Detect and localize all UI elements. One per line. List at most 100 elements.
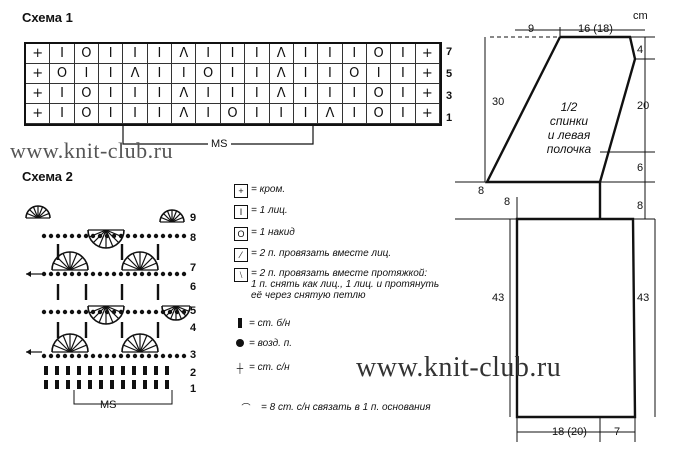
chain-stitch xyxy=(153,353,159,359)
shell-stitch xyxy=(105,229,114,247)
scheme1-cell: I xyxy=(391,104,416,124)
shell-stitch xyxy=(123,344,141,353)
shell-stitch xyxy=(69,253,78,271)
scheme2-row-number: 5 xyxy=(190,305,197,317)
chain-stitch xyxy=(125,353,131,359)
shell-stitch xyxy=(163,213,173,223)
chain-stitch xyxy=(167,309,173,315)
single-crochet xyxy=(77,366,81,375)
dim-band: 8 xyxy=(637,200,644,212)
chain-stitch xyxy=(160,309,166,315)
scheme1-cell: I xyxy=(318,44,343,64)
shell-stitch xyxy=(162,305,177,312)
shell-stitch xyxy=(32,206,39,219)
dim-body-right: 43 xyxy=(637,292,650,304)
scheme1-title: Схема 1 xyxy=(22,10,73,25)
chain-stitch xyxy=(83,233,89,239)
chain-stitch xyxy=(125,233,131,239)
chain-stitch xyxy=(69,353,75,359)
scheme1-cell: I xyxy=(196,84,221,104)
chain-stitch xyxy=(97,353,103,359)
single-crochet xyxy=(55,366,59,375)
shell-stitch xyxy=(123,262,141,271)
shell-stitch xyxy=(62,335,71,353)
chain-stitch xyxy=(181,309,187,315)
scheme1-cell: O xyxy=(74,84,100,104)
scheme1-cell: I xyxy=(342,44,367,64)
scheme1-cell: O xyxy=(366,104,392,124)
shell-stitch xyxy=(139,335,148,353)
shell-stitch xyxy=(105,305,114,323)
dim-bottom-width: 18 (20) xyxy=(552,426,587,438)
chain-stitch xyxy=(125,309,131,315)
scheme1-cell: + xyxy=(415,64,440,84)
chain-stitch xyxy=(90,309,96,315)
scheme2-row-number: 6 xyxy=(190,281,197,293)
legend-item: += кром. xyxy=(234,184,454,198)
shell-stitch xyxy=(171,216,184,223)
scheme1-cell: + xyxy=(26,44,51,64)
chain-stitch xyxy=(174,233,180,239)
scheme1-cell: Λ xyxy=(172,104,197,124)
single-crochet xyxy=(121,366,125,375)
chain-stitch xyxy=(118,271,124,277)
scheme1-cell: O xyxy=(50,64,75,84)
chain-stitch xyxy=(76,353,82,359)
scheme1-cell: O xyxy=(74,104,100,124)
chain-stitch xyxy=(111,271,117,277)
scheme1-cell: I xyxy=(391,44,416,64)
single-crochet xyxy=(77,380,81,389)
chain-stitch xyxy=(146,271,152,277)
shell-stitch xyxy=(126,256,141,271)
chain-stitch xyxy=(55,233,61,239)
chain-stitch xyxy=(146,309,152,315)
shell-stitch xyxy=(37,206,44,219)
single-crochet xyxy=(132,366,136,375)
scheme1-cell: I xyxy=(366,64,392,84)
shell-stitch xyxy=(139,253,148,271)
chain-stitch xyxy=(139,309,145,315)
scheme1-cell: I xyxy=(99,104,124,124)
chain-icon xyxy=(234,338,246,350)
scheme2-row-number: 8 xyxy=(190,232,197,244)
legend-item: = возд. п. xyxy=(234,338,454,350)
shell-stitch xyxy=(132,335,141,353)
chain-stitch xyxy=(62,353,68,359)
single-crochet xyxy=(110,366,114,375)
scheme1-cell: I xyxy=(99,64,124,84)
chain-stitch xyxy=(167,233,173,239)
dim-armhole-left: 30 xyxy=(492,96,505,108)
scheme1-cell: Λ xyxy=(269,84,294,104)
single-crochet xyxy=(143,366,147,375)
pattern-piece-label: 1/2 спинки и левая полочка xyxy=(546,100,592,156)
legend-text: = ст. с/н xyxy=(249,362,290,373)
chain-stitch xyxy=(181,233,187,239)
shell-stitch xyxy=(69,262,87,271)
chain-stitch xyxy=(153,271,159,277)
legend-text: = 8 ст. с/н связать в 1 п. основания xyxy=(261,402,431,413)
single-crochet xyxy=(154,380,158,389)
k2tog-icon: ⁄ xyxy=(234,248,248,262)
shell-arc xyxy=(159,209,185,223)
chain-stitch xyxy=(139,353,145,359)
shell-stitch xyxy=(53,262,71,271)
scheme2-title: Схема 2 xyxy=(22,169,73,184)
chain-stitch xyxy=(160,353,166,359)
scheme1-cell: I xyxy=(391,84,416,104)
legend-item: I= 1 лиц. xyxy=(234,205,454,219)
scheme2-row-number: 2 xyxy=(190,367,197,379)
shell-stitch xyxy=(160,216,173,223)
legend-item: ┼= ст. с/н xyxy=(234,362,454,374)
chain-stitch xyxy=(181,353,187,359)
chain-stitch xyxy=(118,353,124,359)
dim-top-width: 16 (18) xyxy=(578,23,613,35)
scheme1-cell: I xyxy=(147,64,173,84)
chain-stitch xyxy=(41,309,47,315)
scheme2-row-number: 1 xyxy=(190,383,197,395)
scheme2-crochet-chart xyxy=(25,205,191,405)
legend-text: = возд. п. xyxy=(249,338,292,349)
legend-item: = ст. б/н xyxy=(234,318,454,330)
scheme1-cell: + xyxy=(415,84,440,104)
